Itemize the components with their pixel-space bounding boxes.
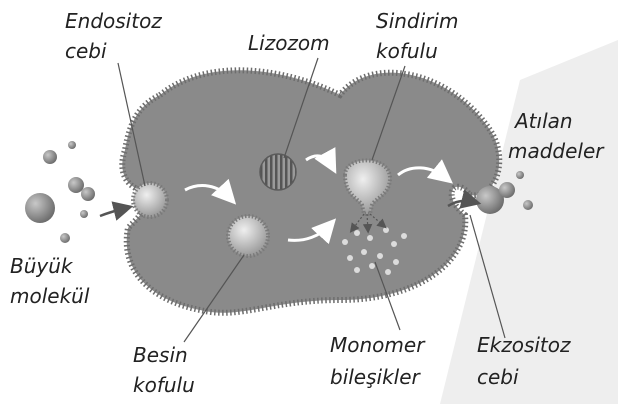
- label-food-vacuole: Besin kofulu: [133, 343, 195, 397]
- label-digestive-vacuole: Sindirim kofulu: [376, 9, 465, 63]
- food-vacuole: [228, 216, 268, 256]
- lysosome: [260, 154, 296, 190]
- label-large-molecule: Büyük molekül: [10, 254, 90, 308]
- uptake-arrow: [100, 208, 126, 216]
- label-endocytosis-pocket: Endositoz cebi: [65, 9, 168, 63]
- external-molecules: [25, 141, 95, 243]
- label-monomer-compounds: Monomer bileşikler: [330, 333, 431, 389]
- cell-body: [122, 70, 499, 312]
- label-lysosome: Lizozom: [248, 31, 330, 55]
- endocytosis-vesicle: [133, 183, 167, 217]
